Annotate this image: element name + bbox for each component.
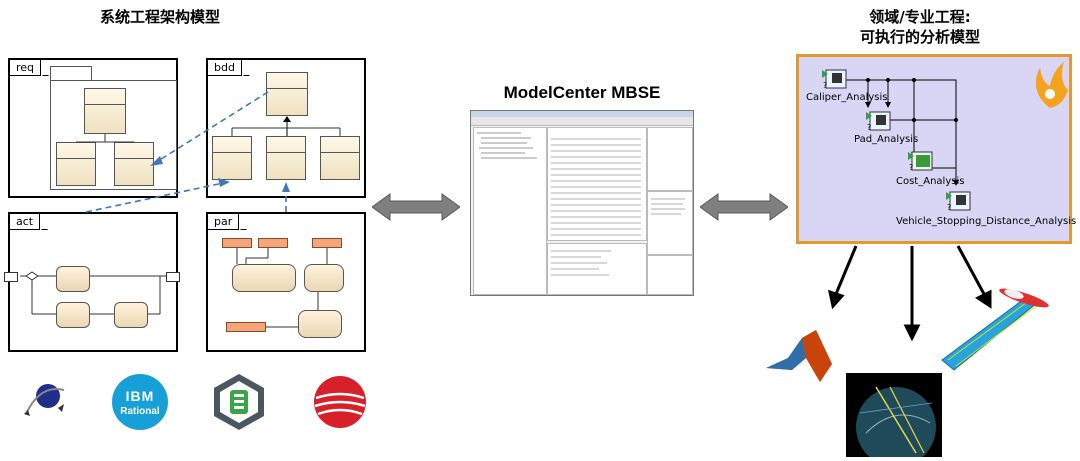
matlab-icon xyxy=(766,330,832,382)
act-diagram-tag: act xyxy=(10,214,41,230)
vehicle-stopping-distance-analysis-icon: ? xyxy=(946,191,971,212)
par-constraint-3 xyxy=(298,310,342,338)
req-package-tab xyxy=(50,66,92,81)
svg-text:?: ? xyxy=(867,123,871,132)
left-title: 系统工程架构模型 xyxy=(99,8,220,26)
mc-content-lines xyxy=(477,132,685,276)
mc-side-pane-2 xyxy=(647,191,693,255)
nomagic-logo xyxy=(24,384,65,416)
caliper-analysis-icon: ? xyxy=(822,69,847,90)
right-title-line1: 领域/专业工程: xyxy=(869,8,971,26)
req-diagram-panel: req xyxy=(8,58,178,198)
req-block-top xyxy=(84,88,126,134)
rational-text: Rational xyxy=(120,406,160,417)
par-diagram-tag: par xyxy=(208,214,240,230)
phoenix-logo-icon xyxy=(1035,62,1068,108)
pad-analysis-icon: ? xyxy=(866,111,891,132)
mc-titlebar xyxy=(471,111,693,117)
mc-explorer-pane xyxy=(473,127,547,295)
cost-analysis-icon: ? xyxy=(908,151,933,172)
bdd-block-right xyxy=(320,136,360,180)
mc-table-pane xyxy=(547,127,647,241)
act-diagram-panel: act xyxy=(4,212,180,352)
cost-analysis-label: Cost_Analysis xyxy=(896,176,965,187)
globe-simulation-icon xyxy=(846,373,942,461)
par-param-1 xyxy=(222,238,252,248)
sparx-logo xyxy=(214,374,264,430)
mc-toolbar xyxy=(471,117,693,126)
act-flows xyxy=(20,271,166,315)
traceability-links xyxy=(85,91,290,213)
par-constraint-2 xyxy=(304,264,344,292)
right-bidirectional-arrow xyxy=(700,193,788,221)
pad-analysis-label: Pad_Analysis xyxy=(854,134,919,145)
tool-arrows xyxy=(827,245,992,342)
caliper-analysis-label: Caliper_Analysis xyxy=(806,92,888,103)
modelcenter-screenshot xyxy=(470,110,694,296)
par-connectors xyxy=(236,248,328,328)
mc-side-pane-1 xyxy=(647,127,693,191)
bdd-diagram-tag: bdd xyxy=(208,60,242,76)
bdd-connectors xyxy=(231,116,341,136)
analysis-flow-lines xyxy=(842,78,959,186)
vehicle-stopping-distance-analysis-label: Vehicle_Stopping_Distance_Analysis xyxy=(896,216,1077,227)
bdd-block-middle xyxy=(266,136,306,180)
ibm-rational-logo: IBM Rational xyxy=(112,374,168,430)
bdd-block-left xyxy=(212,136,252,180)
par-param-4 xyxy=(226,322,266,332)
act-action-1 xyxy=(56,266,90,292)
req-package-frame xyxy=(50,80,177,190)
svg-text:?: ? xyxy=(823,81,827,90)
par-param-2 xyxy=(258,238,288,248)
par-diagram-panel: par xyxy=(206,212,366,352)
ptc-logo xyxy=(314,376,366,428)
act-input-pin xyxy=(4,272,18,282)
mc-side-pane-3 xyxy=(647,255,693,295)
svg-text:?: ? xyxy=(909,163,913,172)
center-title: ModelCenter MBSE xyxy=(503,83,661,102)
aircraft-model-icon xyxy=(941,288,1049,371)
req-connectors xyxy=(76,134,134,143)
bdd-block-root xyxy=(266,72,308,116)
right-title-line2: 可执行的分析模型 xyxy=(859,28,980,46)
act-output-pin xyxy=(166,272,180,282)
svg-text:?: ? xyxy=(947,203,951,212)
bdd-diagram-panel: bdd xyxy=(206,58,366,198)
act-action-2 xyxy=(56,302,90,328)
par-constraint-1 xyxy=(232,264,296,292)
req-diagram-tag: req xyxy=(10,60,42,76)
ibm-text: IBM xyxy=(125,388,155,404)
left-bidirectional-arrow xyxy=(372,193,460,221)
act-action-3 xyxy=(114,302,148,328)
par-param-3 xyxy=(312,238,342,248)
